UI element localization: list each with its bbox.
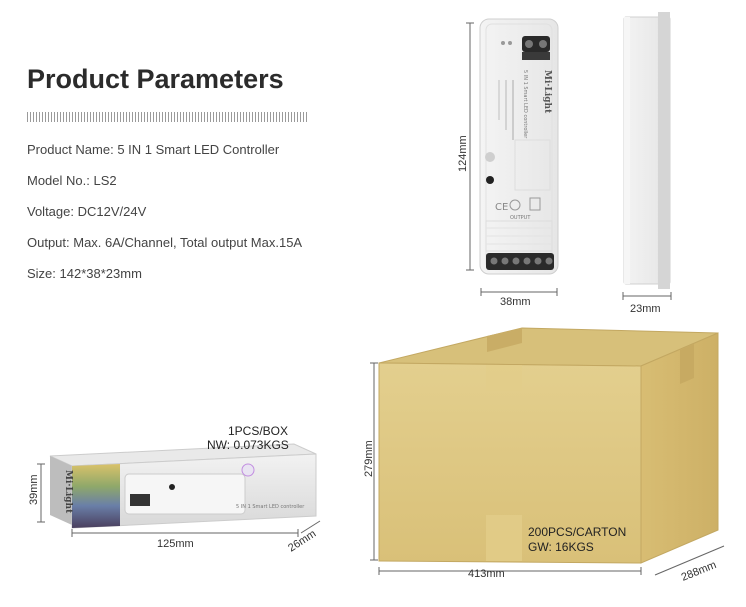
device-front-view: Mi·Light 5 IN 1 Smart LED controller CE … [457,18,559,308]
dim-carton-height-label: 279mm [363,440,375,477]
device-side-view: 23mm [622,12,672,315]
carton-note-pcs: 200PCS/CARTON [528,525,626,539]
dim-box-height-label: 39mm [28,474,40,505]
param-output: Output: Max. 6A/Channel, Total output Ma… [27,235,303,250]
dim-box-width-label: 125mm [157,538,194,550]
retail-box: Mi·Light 5 IN 1 Smart LED controller 39m… [28,443,321,555]
output-label: OUTPUT [510,215,531,221]
param-model: Model No.: LS2 [27,173,117,188]
box-brand: Mi·Light [63,470,73,514]
carton-note-weight: GW: 16KGS [528,540,594,554]
box-note-weight: NW: 0.073KGS [207,438,289,452]
dim-carton-width-label: 413mm [468,568,505,580]
param-size: Size: 142*38*23mm [27,266,142,281]
box-note-pcs: 1PCS/BOX [228,424,288,438]
param-voltage: Voltage: DC12V/24V [27,204,147,219]
dim-height-label: 124mm [457,135,469,172]
device-brand: Mi·Light [542,70,552,114]
svg-text:CE: CE [495,202,508,213]
page-title: Product Parameters [27,64,284,94]
shipping-carton: 279mm 413mm 288mm [363,327,725,584]
device-model-text: 5 IN 1 Smart LED controller [522,70,528,139]
param-product-name: Product Name: 5 IN 1 Smart LED Controlle… [27,142,280,157]
dim-depth-label: 23mm [630,303,661,315]
decorative-divider [27,112,309,122]
box-model-text: 5 IN 1 Smart LED controller [236,504,305,510]
dim-width-label: 38mm [500,296,531,308]
